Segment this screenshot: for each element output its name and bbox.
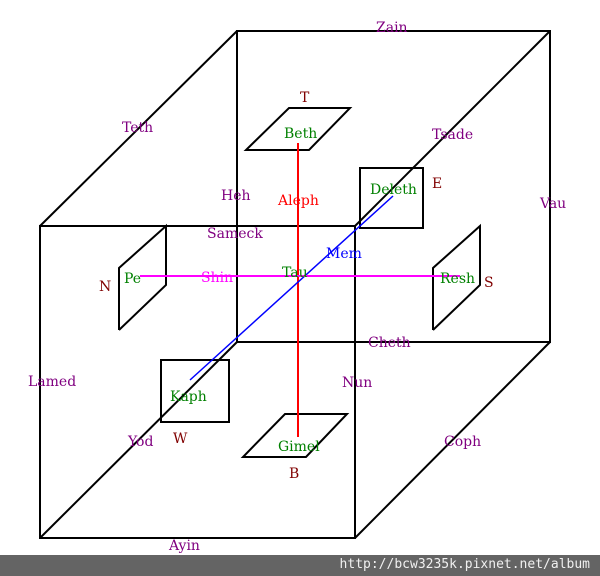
watermark-url: http://bcw3235k.pixnet.net/album — [339, 557, 590, 572]
watermark-bar: http://bcw3235k.pixnet.net/album — [0, 555, 600, 576]
back-face — [236, 30, 551, 343]
cube-diagram: Zain Teth Tsade Vau Heh Sameck Lamed Yod… — [28, 20, 566, 554]
label-gimel: Gimel — [278, 439, 320, 455]
label-tsade: Tsade — [432, 127, 473, 143]
face-panels — [118, 107, 481, 458]
cube-edges — [39, 30, 551, 539]
panel-pe — [118, 223, 167, 331]
direction-e: E — [432, 176, 442, 192]
edge-coph — [354, 341, 551, 539]
label-teth: Teth — [122, 120, 153, 136]
panel-resh — [432, 223, 481, 331]
label-pe: Pe — [124, 271, 141, 287]
label-beth: Beth — [284, 126, 317, 142]
label-shin: Shin — [201, 270, 233, 286]
label-kaph: Kaph — [170, 389, 207, 405]
edge-yod — [39, 341, 238, 539]
label-deleth: Deleth — [370, 182, 417, 198]
label-nun: Nun — [342, 375, 372, 391]
direction-b: B — [289, 466, 299, 482]
direction-w: W — [173, 431, 188, 447]
front-face — [39, 225, 356, 539]
label-heh: Heh — [221, 188, 251, 204]
label-coph: Coph — [444, 434, 481, 450]
panel-kaph — [160, 359, 230, 423]
direction-s: S — [484, 275, 494, 291]
panel-beth — [243, 107, 353, 151]
panel-gimel — [240, 413, 350, 458]
label-mem: Mem — [326, 246, 362, 262]
label-tau: Tau — [282, 265, 308, 281]
direction-t: T — [300, 90, 310, 106]
label-ayin: Ayin — [168, 538, 200, 554]
edge-tsade — [354, 30, 551, 227]
label-zain: Zain — [376, 20, 408, 36]
label-vau: Vau — [539, 196, 566, 212]
label-aleph: Aleph — [277, 193, 319, 209]
label-yod: Yod — [127, 434, 153, 450]
direction-n: N — [99, 279, 111, 295]
edge-teth — [39, 30, 238, 227]
axis-mem — [189, 195, 394, 381]
panel-deleth — [359, 167, 424, 229]
label-lamed: Lamed — [28, 374, 76, 390]
label-sameck: Sameck — [207, 226, 263, 242]
label-resh: Resh — [440, 271, 475, 287]
label-cheth: Cheth — [368, 335, 411, 351]
